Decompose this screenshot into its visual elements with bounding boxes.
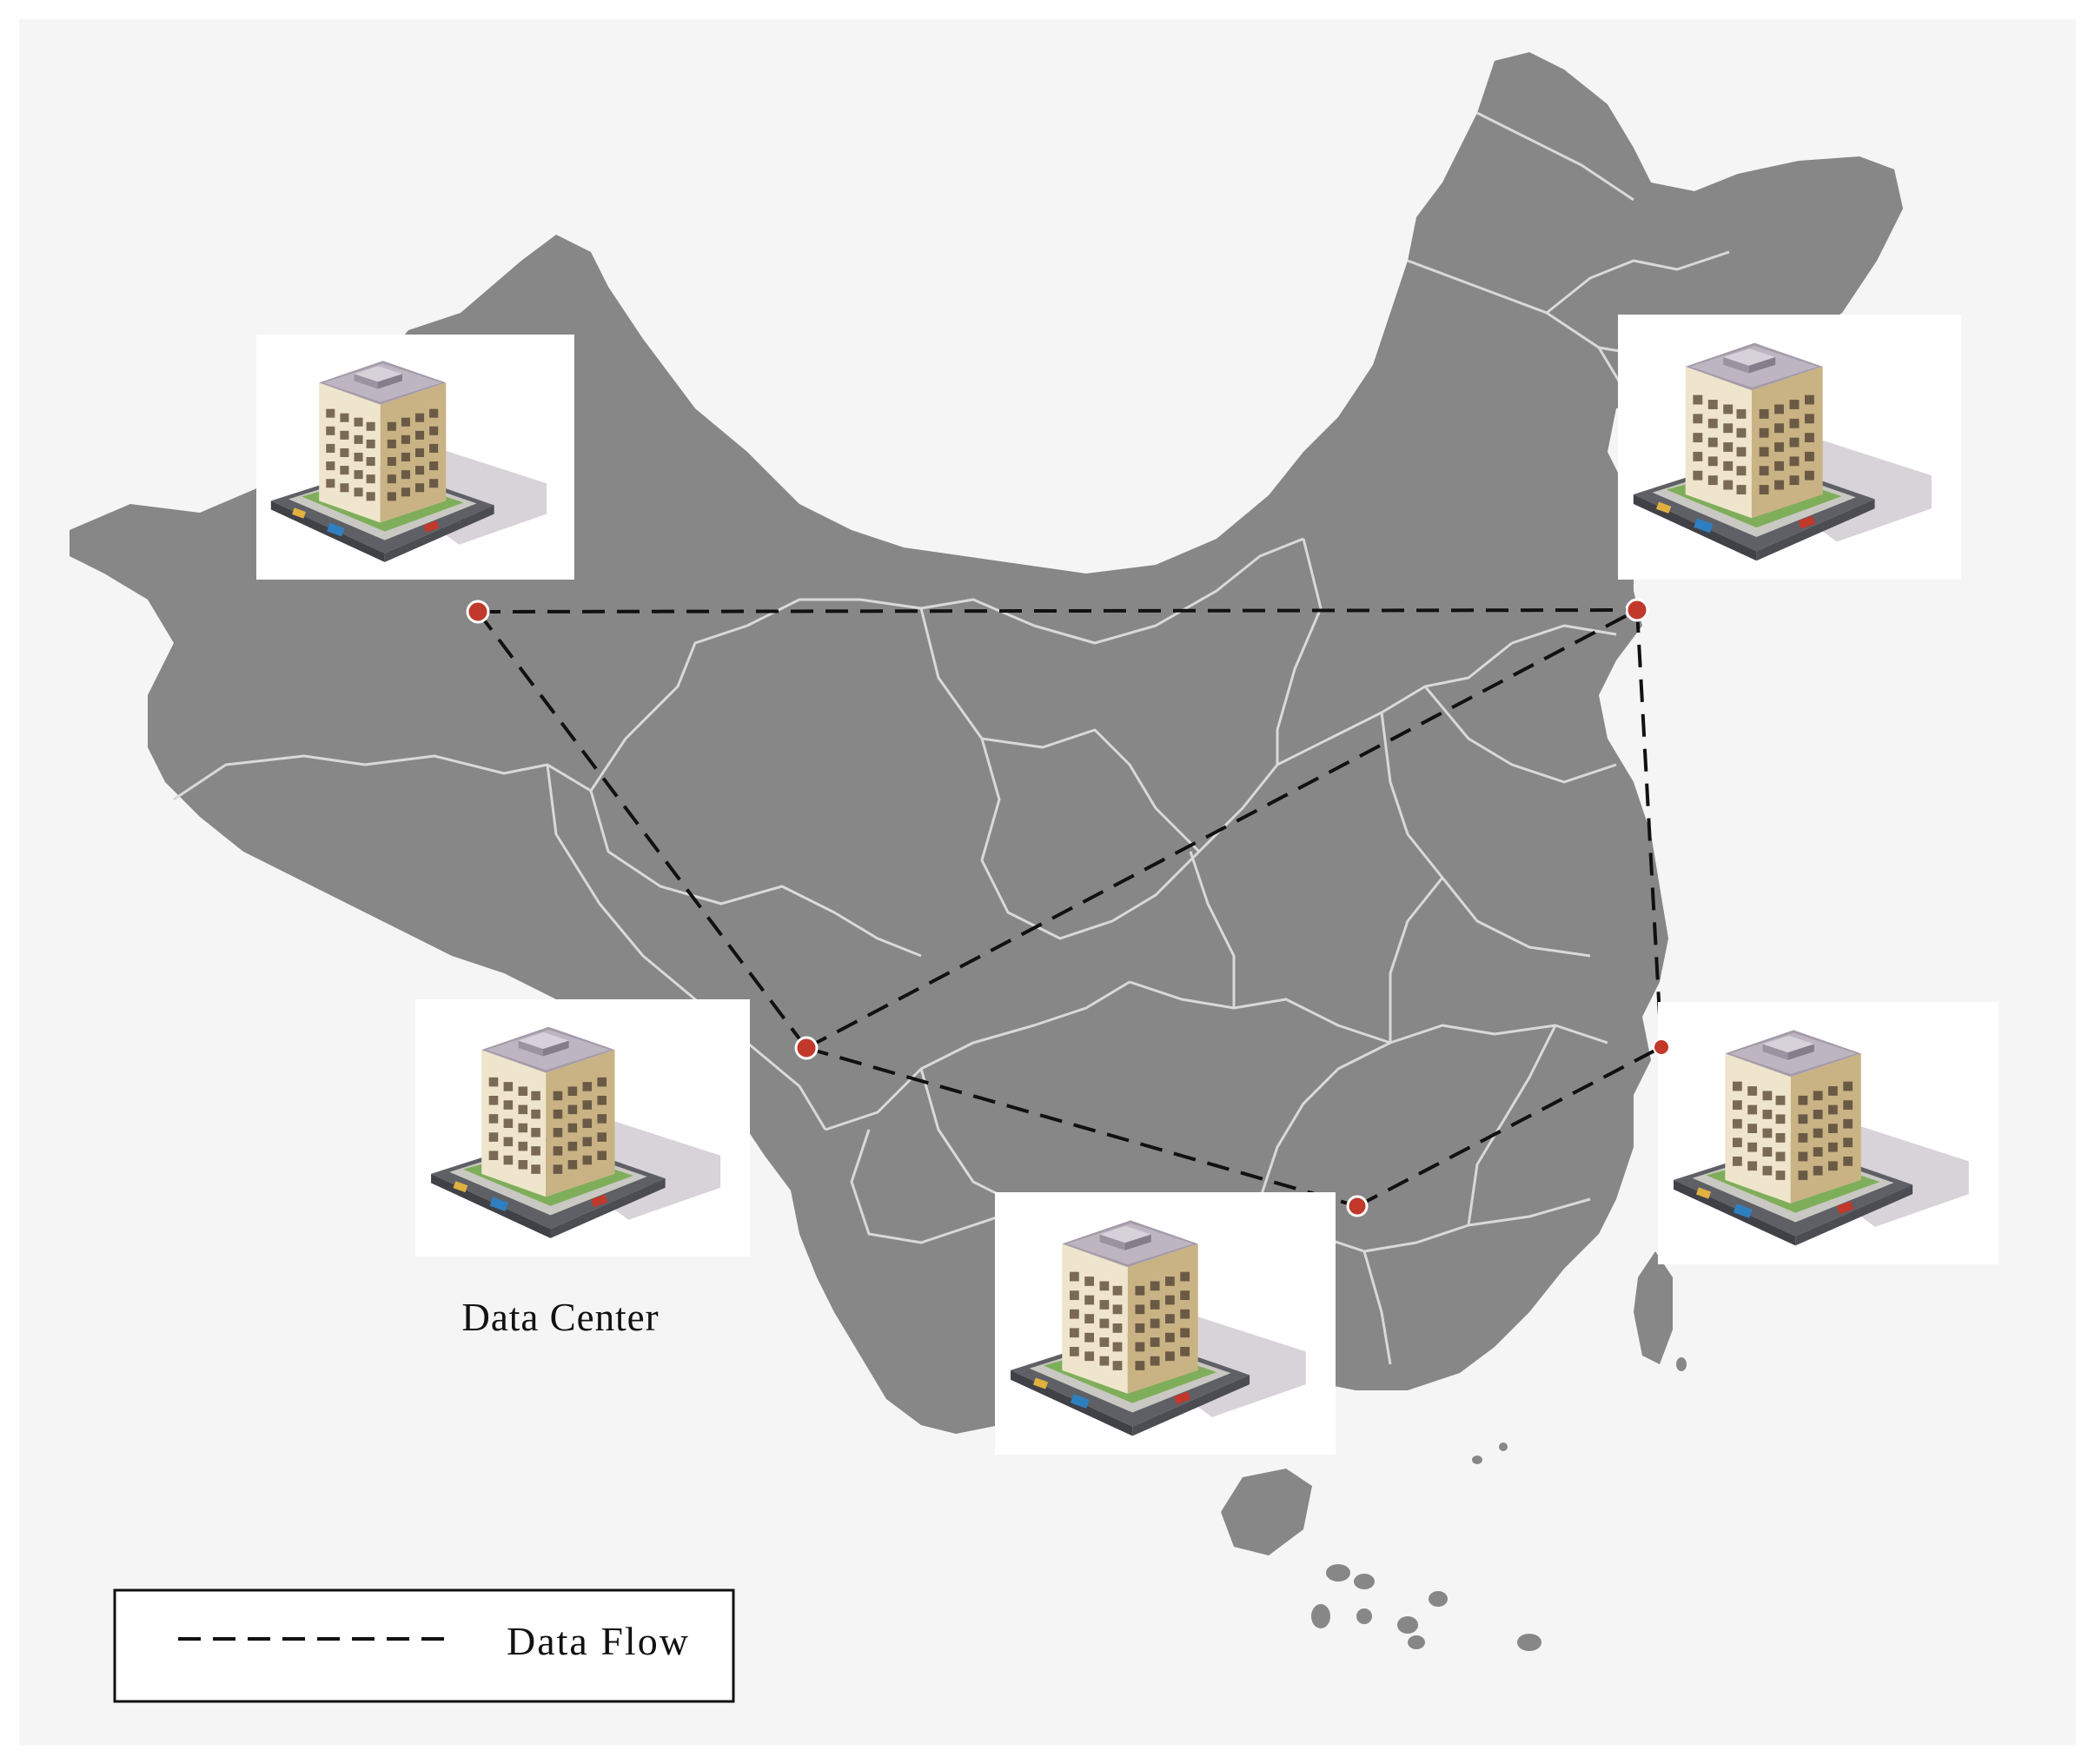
building-tile-north-east (1618, 315, 1961, 580)
node-markers (466, 598, 1670, 1217)
link-sw-s (806, 1046, 1358, 1208)
building-tile-south (995, 1192, 1336, 1455)
legend-box (113, 1588, 735, 1703)
china-map-shape (70, 52, 1903, 1651)
node-marker-south-west (794, 1036, 819, 1060)
node-marker-south (1346, 1195, 1369, 1217)
data-center-label: Data Center (461, 1296, 660, 1339)
data-flow-links (476, 608, 1663, 1208)
link-sw-ne (806, 608, 1638, 1050)
node-marker-north-west (466, 600, 490, 624)
building-tile-south-west (415, 999, 750, 1257)
legend: Data Flow (113, 1588, 735, 1703)
link-nw-sw (476, 610, 808, 1050)
legend-label: Data Flow (507, 1619, 690, 1663)
node-marker-north-east (1625, 598, 1649, 622)
link-ne-se (1635, 609, 1663, 1048)
building-tile-north-west (256, 335, 574, 580)
link-s-se (1356, 1045, 1662, 1208)
node-marker-south-east (1653, 1038, 1670, 1056)
link-nw-ne (477, 608, 1638, 613)
building-tile-south-east (1658, 1002, 1999, 1264)
